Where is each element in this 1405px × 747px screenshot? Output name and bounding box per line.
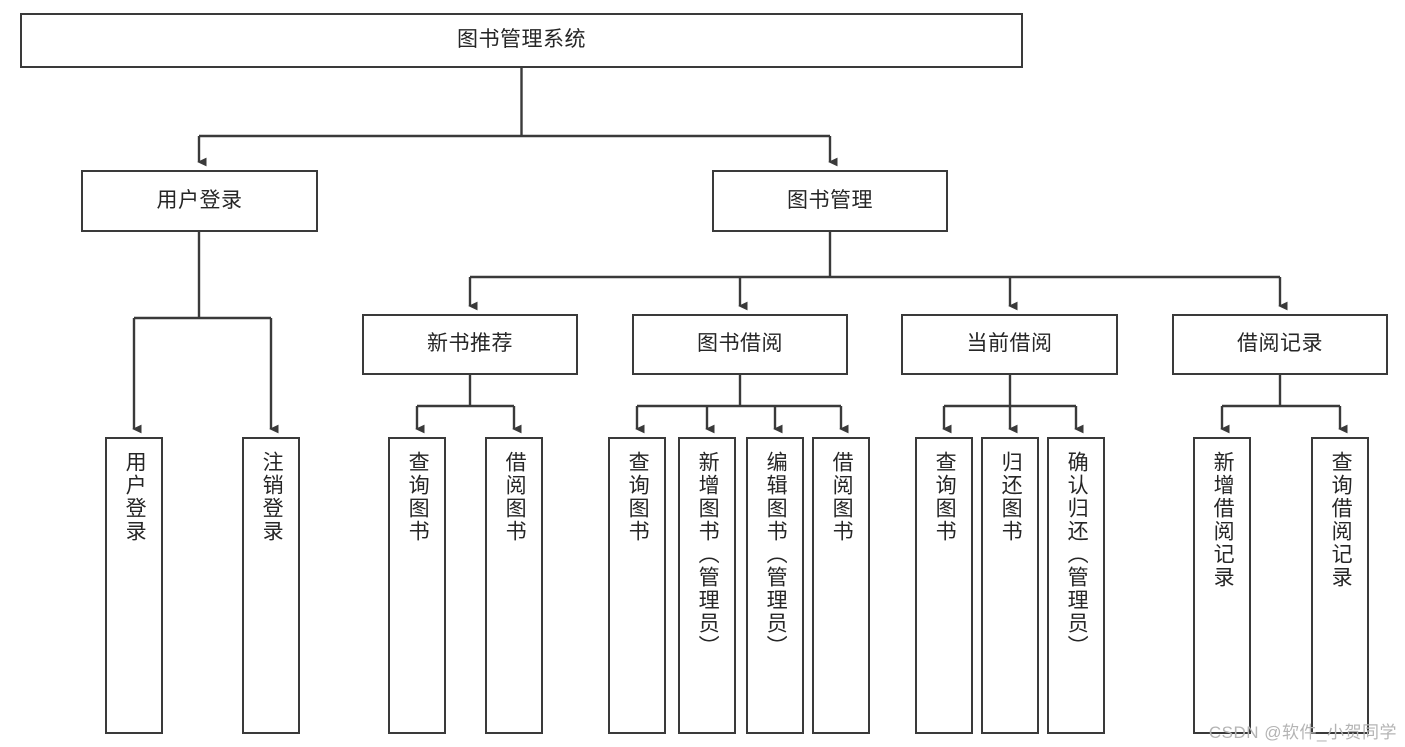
leaf-current-query-book[interactable]: 查询图书 bbox=[915, 437, 973, 734]
leaf-edit-book-admin[interactable]: 编辑图书（管理员） bbox=[746, 437, 804, 734]
leaf-newbook-borrow-book[interactable]: 借阅图书 bbox=[485, 437, 543, 734]
node-user-login[interactable]: 用户登录 bbox=[81, 170, 318, 232]
leaf-query-borrow-record-label: 查询借阅记录 bbox=[1329, 451, 1353, 589]
leaf-confirm-return-admin[interactable]: 确认归还（管理员） bbox=[1047, 437, 1105, 734]
leaf-borrow-query-book[interactable]: 查询图书 bbox=[608, 437, 666, 734]
node-current-borrow-label: 当前借阅 bbox=[966, 332, 1053, 356]
leaf-add-borrow-record[interactable]: 新增借阅记录 bbox=[1193, 437, 1251, 734]
leaf-query-borrow-record[interactable]: 查询借阅记录 bbox=[1311, 437, 1369, 734]
leaf-borrow-query-book-label: 查询图书 bbox=[626, 451, 650, 543]
leaf-return-book[interactable]: 归还图书 bbox=[981, 437, 1039, 734]
node-book-management[interactable]: 图书管理 bbox=[712, 170, 948, 232]
node-current-borrow[interactable]: 当前借阅 bbox=[901, 314, 1118, 375]
leaf-add-book-admin-label: 新增图书（管理员） bbox=[696, 451, 720, 658]
leaf-add-borrow-record-label: 新增借阅记录 bbox=[1211, 451, 1235, 589]
node-new-book-recommend[interactable]: 新书推荐 bbox=[362, 314, 578, 375]
leaf-newbook-query-book-label: 查询图书 bbox=[406, 451, 430, 543]
node-root-system-label: 图书管理系统 bbox=[457, 28, 586, 52]
node-book-borrow-label: 图书借阅 bbox=[697, 332, 783, 356]
leaf-add-book-admin[interactable]: 新增图书（管理员） bbox=[678, 437, 736, 734]
leaf-logout[interactable]: 注销登录 bbox=[242, 437, 300, 734]
node-user-login-label: 用户登录 bbox=[156, 188, 243, 212]
node-borrow-record[interactable]: 借阅记录 bbox=[1172, 314, 1388, 375]
leaf-logout-label: 注销登录 bbox=[260, 451, 284, 543]
leaf-borrow-book[interactable]: 借阅图书 bbox=[812, 437, 870, 734]
leaf-current-query-book-label: 查询图书 bbox=[933, 451, 957, 543]
node-borrow-record-label: 借阅记录 bbox=[1237, 332, 1323, 356]
node-book-management-label: 图书管理 bbox=[787, 188, 873, 212]
csdn-watermark: CSDN @软件_小贺同学 bbox=[1208, 723, 1397, 742]
leaf-confirm-return-admin-label: 确认归还（管理员） bbox=[1065, 451, 1089, 658]
leaf-user-login-label: 用户登录 bbox=[123, 451, 147, 543]
leaf-edit-book-admin-label: 编辑图书（管理员） bbox=[764, 451, 788, 658]
node-book-borrow[interactable]: 图书借阅 bbox=[632, 314, 848, 375]
leaf-return-book-label: 归还图书 bbox=[999, 451, 1023, 543]
leaf-user-login[interactable]: 用户登录 bbox=[105, 437, 163, 734]
leaf-borrow-book-label: 借阅图书 bbox=[830, 451, 854, 543]
node-root-system[interactable]: 图书管理系统 bbox=[20, 13, 1023, 68]
leaf-newbook-borrow-book-label: 借阅图书 bbox=[503, 451, 527, 543]
node-new-book-recommend-label: 新书推荐 bbox=[427, 332, 513, 356]
leaf-newbook-query-book[interactable]: 查询图书 bbox=[388, 437, 446, 734]
